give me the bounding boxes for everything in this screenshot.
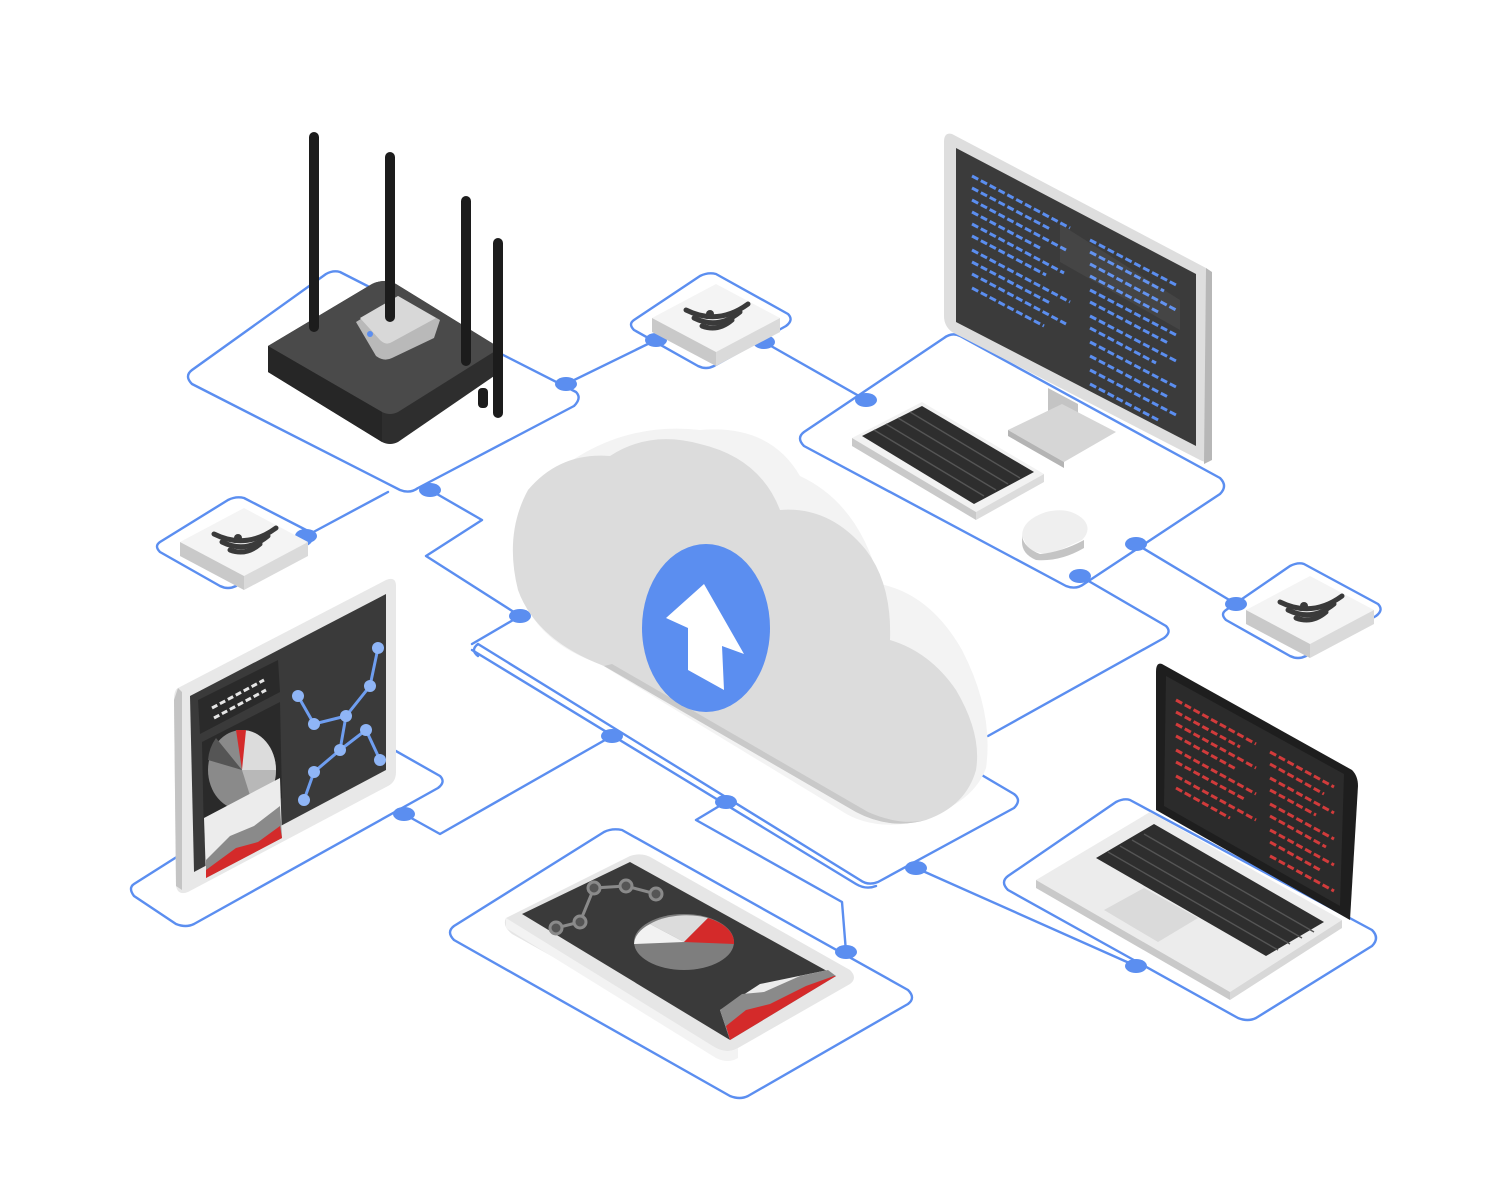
connector-lines [129,270,1382,1100]
node [509,609,531,623]
link-router-to-hotspot-top [564,338,658,386]
link-hotspot-top-to-desktop [762,340,868,402]
node [1125,959,1147,973]
node [1225,597,1247,611]
keyboard-keys [862,406,1034,504]
laptop-screen-code-lines [1175,698,1335,893]
wifi-router-icon [268,132,503,444]
node [905,861,927,875]
link-cloud-to-laptop [914,866,1138,968]
link-tablet-to-cloud [402,734,614,836]
link-router-to-hotspot-left [304,490,390,538]
hotspot-top-pad-outline [629,272,792,370]
desktop-computer-icon [852,133,1212,561]
cloud-platform-front-edge [470,648,878,889]
node [835,945,857,959]
hotspot-right-pad-outline [1221,562,1382,660]
node [393,807,415,821]
laptop-keyboard [1096,824,1324,956]
link-cloud-to-phone [694,800,848,954]
node [419,483,441,497]
link-router-to-cloud [424,488,522,618]
phone-pie-chart [634,914,735,970]
tablet-dashboard-icon [174,578,396,894]
wifi-signal-icon [1246,576,1374,658]
node [555,377,577,391]
link-desktop-to-hotspot-right [1134,542,1238,606]
cloud-upload-icon [512,428,988,825]
phone-platform-outline [448,828,914,1100]
phone-dashboard-icon [504,854,854,1061]
laptop-platform-outline [1002,798,1378,1022]
upload-arrow-icon [666,584,744,690]
node [1069,569,1091,583]
desktop-platform-outline [798,333,1226,589]
node [601,729,623,743]
node [715,795,737,809]
router-platform-outline [186,270,580,493]
link-desktop-to-cloud-east [986,574,1170,738]
node [855,393,877,407]
hotspot-right [1246,576,1374,658]
laptop-icon [1036,663,1358,1000]
laptop-touchpad [1104,888,1198,942]
node [1125,537,1147,551]
screen-code-lines [971,174,1177,423]
